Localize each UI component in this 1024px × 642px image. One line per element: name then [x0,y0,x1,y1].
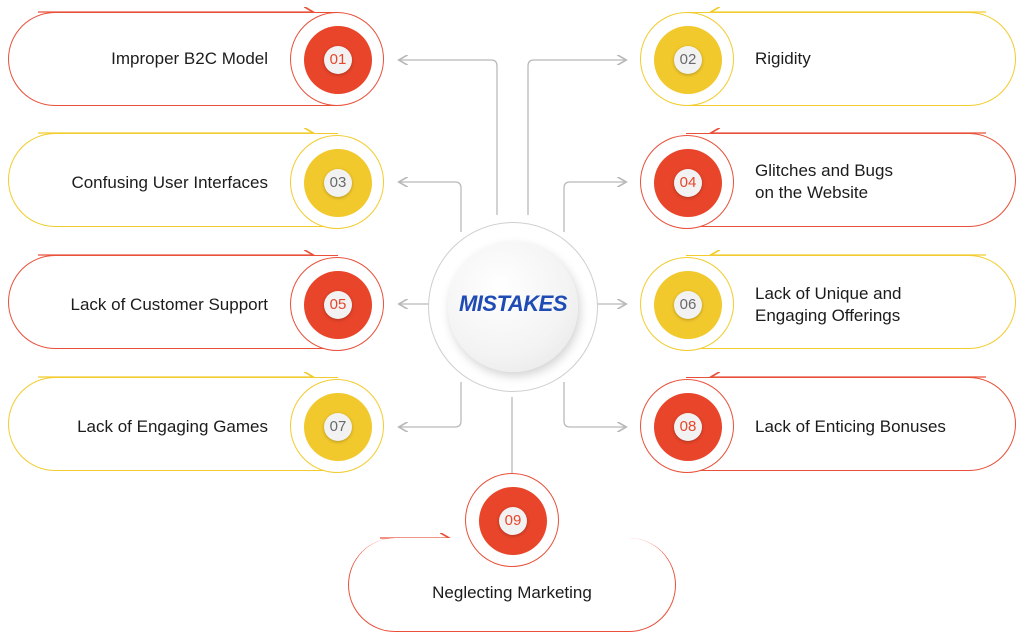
badge-05-number: 05 [324,291,352,319]
item-01-label: Improper B2C Model [111,49,268,68]
item-08-label: Lack of Enticing Bonuses [755,417,946,436]
item-05-label: Lack of Customer Support [70,295,268,314]
badge-01: 01 [290,12,384,106]
pill-02 [686,12,1016,106]
badge-04-number: 04 [674,169,702,197]
item-06-label-line1: Lack of Unique and [755,284,902,303]
pill-07 [8,377,338,471]
badge-08: 08 [640,379,734,473]
center-title: MISTAKES [458,291,568,316]
item-09-label: Neglecting Marketing [432,583,592,602]
connector-01 [400,60,498,215]
pill-06 [686,255,1016,349]
badge-06-number: 06 [674,291,702,319]
badge-05: 05 [290,257,384,351]
badge-09: 09 [465,473,559,567]
connector-03 [400,182,462,232]
pill-08 [686,377,1016,471]
badge-04: 04 [640,135,734,229]
badge-09-number: 09 [499,507,527,535]
item-03-label: Confusing User Interfaces [71,173,268,192]
badge-01-number: 01 [324,46,352,74]
badge-07: 07 [290,379,384,473]
pill-01 [8,12,338,106]
item-04-label: Glitches and Bugs on the Website [755,160,995,204]
connector-07 [400,382,462,427]
item-06-label: Lack of Unique and Engaging Offerings [755,283,995,327]
badge-02-number: 02 [674,46,702,74]
connector-04 [563,182,625,232]
item-06-label-line2: Engaging Offerings [755,306,901,325]
badge-02: 02 [640,12,734,106]
badge-07-number: 07 [324,413,352,441]
item-07-label: Lack of Engaging Games [77,417,268,436]
badge-03-number: 03 [324,169,352,197]
connector-02 [527,60,625,215]
item-02-label: Rigidity [755,49,811,68]
pill-04 [686,133,1016,227]
item-04-label-line2: on the Website [755,183,869,202]
item-04-label-line1: Glitches and Bugs [755,161,893,180]
connector-08 [563,382,625,427]
badge-06: 06 [640,257,734,351]
center-hub [448,242,578,372]
pill-05 [8,255,338,349]
badge-08-number: 08 [674,413,702,441]
badge-03: 03 [290,135,384,229]
pill-03 [8,133,338,227]
